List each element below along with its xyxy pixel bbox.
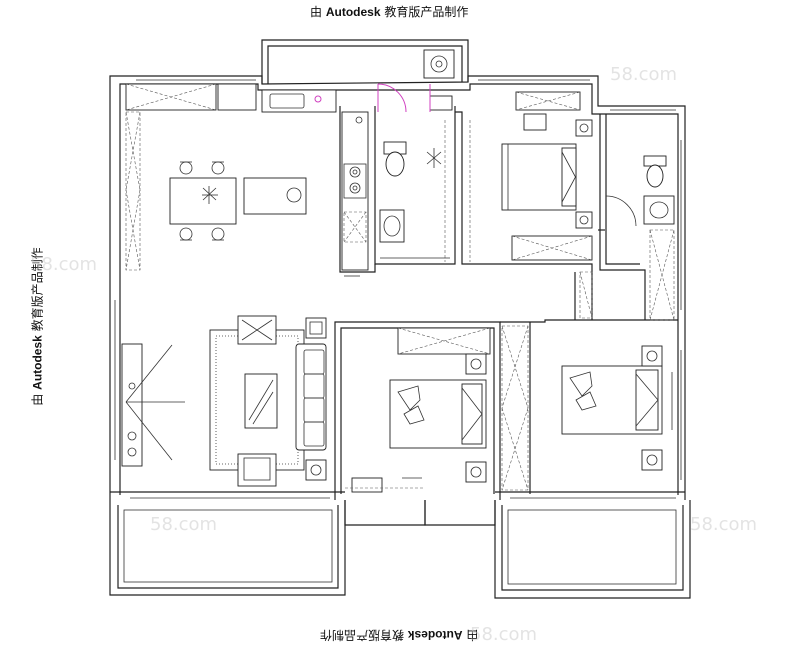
- washing-machine-icon: [423, 49, 455, 79]
- nightstand: [641, 345, 663, 367]
- watermark-text: 58.com: [690, 514, 757, 535]
- coffee-table: [244, 373, 278, 429]
- dining-table: [169, 161, 307, 241]
- floor-drain-icon: [426, 148, 442, 168]
- master-bedroom: [469, 91, 593, 262]
- nightstand: [465, 461, 487, 483]
- pillow-icon: [397, 385, 425, 425]
- sink-icon: [269, 93, 305, 109]
- watermark-text: 58.com: [470, 624, 537, 645]
- nightstand: [641, 449, 663, 471]
- sofa: [295, 343, 327, 451]
- bottom-walls: [110, 491, 685, 526]
- kitchen-island: [243, 177, 307, 215]
- nightstand: [575, 119, 593, 137]
- balcony-left: [109, 500, 346, 596]
- desk-chair: [523, 113, 547, 131]
- service-balcony: [377, 49, 455, 113]
- watermark-prefix: 由: [310, 5, 323, 19]
- kitchen: [125, 83, 369, 271]
- dining-table-top: [169, 177, 237, 225]
- watermark-text: 58.com: [30, 254, 97, 275]
- nightstand: [465, 353, 487, 375]
- side-table: [305, 317, 327, 339]
- washbasin-icon: [643, 195, 675, 225]
- watermark-text: 58.com: [610, 64, 677, 85]
- bedroom-3: [561, 345, 673, 471]
- pillow-icon: [569, 371, 597, 411]
- tv-console: [121, 343, 143, 467]
- wall-cabinet: [125, 111, 141, 271]
- sink-counter: [261, 89, 337, 113]
- stove-counter: [341, 111, 369, 271]
- door-swing: [377, 83, 407, 113]
- master-bath: [605, 155, 675, 321]
- desk: [351, 477, 383, 493]
- toilet-icon: [643, 155, 667, 188]
- watermark-suffix: 教育版产品制作: [384, 5, 469, 19]
- plant-icon: [202, 186, 218, 204]
- door-swing: [605, 195, 637, 227]
- bedroom-2: [345, 325, 529, 493]
- watermark-text: 58.com: [150, 514, 217, 535]
- closet: [501, 325, 529, 491]
- chair-icon: [179, 161, 225, 241]
- side-table: [305, 459, 327, 481]
- stove-icon: [343, 163, 367, 199]
- fridge-icon: [217, 83, 257, 111]
- nightstand: [575, 211, 593, 229]
- corridor: [344, 271, 593, 319]
- balcony-right: [494, 500, 691, 599]
- watermark-top: 由 Autodesk 教育版产品制作: [310, 3, 468, 20]
- toilet-icon: [383, 141, 407, 177]
- living-room: [121, 315, 327, 487]
- bathroom-1: [379, 120, 450, 262]
- watermark-brand: Autodesk: [325, 5, 381, 19]
- background-watermark: 58.com 58.com 58.com 58.com 58.com: [30, 64, 757, 645]
